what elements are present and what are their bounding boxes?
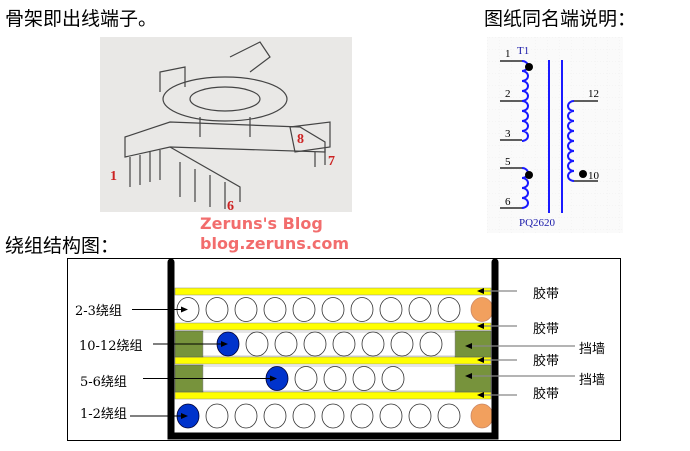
wire-turn (408, 403, 432, 429)
pin-5: 5 (505, 156, 511, 168)
arrowhead-icon (181, 306, 188, 313)
tape-layer (174, 287, 492, 296)
pin-12: 12 (588, 88, 599, 100)
arrowhead-icon (221, 341, 228, 347)
wire-turn (234, 297, 258, 322)
pin-label-7: 7 (328, 154, 335, 169)
dot-marker (579, 170, 587, 178)
transformer-name: T1 (517, 45, 529, 57)
wire-turn (292, 297, 316, 322)
arrowhead-icon (181, 413, 188, 419)
bobbin-photo: 1 6 7 8 (100, 37, 352, 214)
pin-label-6: 6 (227, 199, 234, 212)
tape-label: 胶带 (533, 321, 559, 337)
bobbin-wall (167, 258, 499, 440)
wall-label: 挡墙 (579, 342, 605, 357)
arrowhead-icon (477, 357, 484, 363)
primary-coil-icon (521, 60, 529, 142)
wire-turn (437, 297, 461, 322)
arrowhead-icon (270, 375, 277, 382)
arrowhead-icon (477, 392, 484, 398)
transformer-schematic: 1 2 3 5 6 12 10 T1 PQ2620 (487, 37, 623, 237)
pin-2: 2 (505, 88, 511, 100)
secondary-coil-icon (567, 100, 575, 182)
wire-turn (321, 297, 345, 322)
wire-turn (205, 403, 229, 429)
winding-label: 1-2绕组 (80, 407, 127, 422)
wire-turn (379, 403, 403, 429)
margin-wall (454, 364, 492, 393)
tape-label: 胶带 (533, 286, 559, 302)
watermark-title: Zeruns's Blog (200, 214, 323, 233)
winding-label: 2-3绕组 (75, 304, 122, 319)
wire-turn (263, 403, 287, 429)
winding-label: 10-12绕组 (79, 339, 142, 354)
wire-turn (350, 297, 374, 322)
wall-label: 挡墙 (579, 373, 605, 388)
pin-6: 6 (505, 196, 511, 208)
wire-turn (292, 403, 316, 429)
winding-structure-diagram: 2-3绕组 10-12绕组 5-6绕组 1-2绕组 胶带 胶带 胶带 胶带 挡墙… (67, 258, 622, 446)
wire-turn (390, 331, 414, 357)
dot-marker (525, 63, 533, 71)
pin-1: 1 (505, 48, 511, 60)
wire-turn (274, 331, 298, 357)
wire-turn (408, 297, 432, 322)
structure-heading: 绕组结构图： (5, 235, 120, 257)
arrowhead-icon (477, 323, 484, 329)
wire-turn (234, 403, 258, 429)
pin-3: 3 (505, 128, 511, 140)
tape-label: 胶带 (533, 386, 559, 402)
bobbin-heading: 骨架即出线端子。 (5, 8, 158, 30)
margin-wall (454, 330, 492, 358)
wire-turn (294, 366, 318, 391)
winding-svg: 2-3绕组 10-12绕组 5-6绕组 1-2绕组 胶带 胶带 胶带 胶带 挡墙… (67, 258, 621, 441)
pin-10: 10 (588, 170, 600, 182)
bobbin-drawing: 1 6 7 8 (110, 41, 335, 214)
wire-turn (332, 331, 356, 357)
schematic-heading: 图纸同名端说明： (484, 8, 637, 30)
dot-marker (525, 171, 533, 179)
wire-turn (205, 297, 229, 322)
watermark-url: blog.zeruns.com (200, 234, 350, 253)
pin-label-1: 1 (110, 169, 117, 184)
wire-turn (419, 331, 443, 357)
tape-layer (174, 356, 492, 365)
tape-label: 胶带 (533, 353, 559, 369)
wire-turn (381, 366, 405, 391)
tape-layer (174, 322, 492, 331)
wire-end-turn (470, 297, 494, 322)
wire-turn (379, 297, 403, 322)
wire-turn (321, 403, 345, 429)
wire-turn (352, 366, 376, 391)
wire-turn (245, 331, 269, 357)
arrowhead-icon (465, 343, 472, 349)
wire-turn (263, 297, 287, 322)
wire-turn (437, 403, 461, 429)
arrowhead-icon (477, 288, 484, 294)
wire-turn (350, 403, 374, 429)
schematic-svg: 1 2 3 5 6 12 10 T1 PQ2620 (487, 37, 623, 233)
wire-turn (303, 331, 327, 357)
pin-label-8: 8 (297, 132, 304, 147)
tape-layer (174, 391, 492, 400)
winding-label: 5-6绕组 (80, 375, 127, 390)
wire-end-turn (470, 403, 494, 429)
arrowhead-icon (465, 373, 472, 379)
winding-space (202, 331, 456, 357)
wire-turn (361, 331, 385, 357)
core-type: PQ2620 (519, 217, 556, 229)
wire-turn (323, 366, 347, 391)
